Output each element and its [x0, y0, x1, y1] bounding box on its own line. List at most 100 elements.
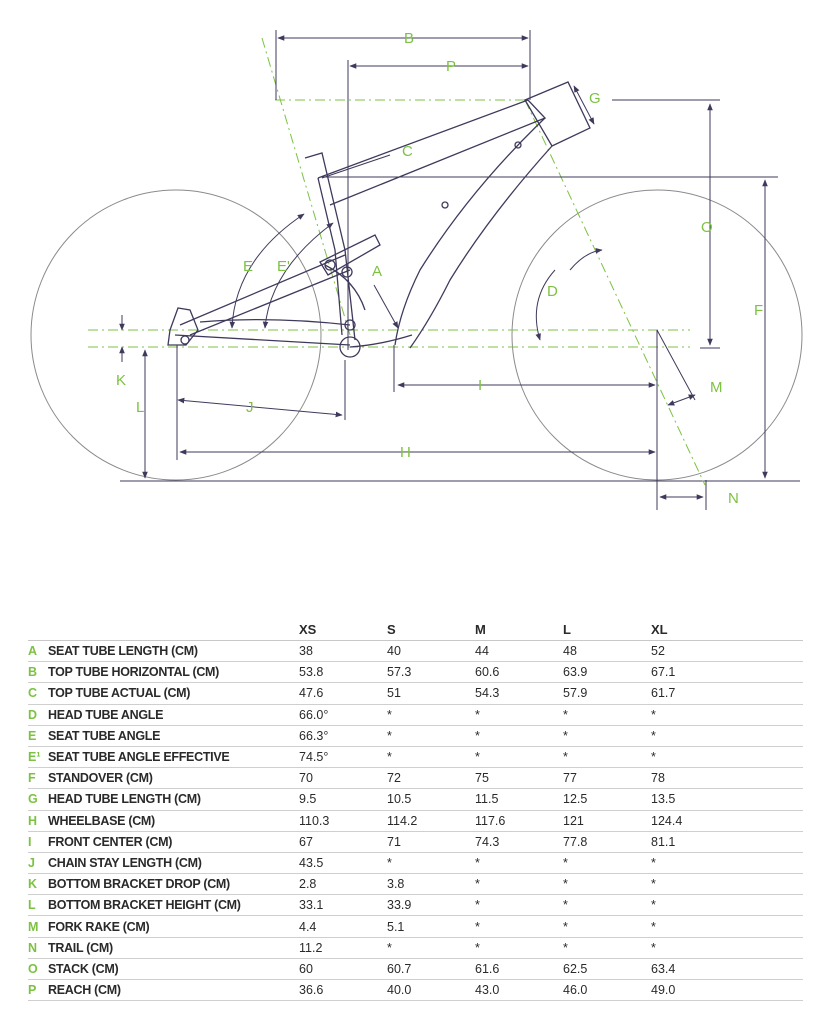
row-value: 44: [475, 640, 563, 663]
row-name: TOP TUBE HORIZONTAL (CM): [48, 661, 299, 684]
row-value: *: [475, 852, 563, 875]
row-value: *: [475, 915, 563, 938]
row-letter: O: [28, 958, 48, 981]
label-f: F: [754, 302, 763, 319]
row-value: *: [475, 894, 563, 917]
row-letter: C: [28, 682, 48, 705]
row-value: 3.8: [387, 873, 475, 896]
row-value: 5.1: [387, 915, 475, 938]
row-value: 33.1: [299, 894, 387, 917]
label-j: J: [246, 399, 254, 416]
row-value: *: [651, 725, 803, 747]
row-letter: K: [28, 873, 48, 896]
row-name: REACH (CM): [48, 979, 299, 1002]
row-value: 11.5: [475, 788, 563, 811]
row-value: 61.6: [475, 958, 563, 981]
row-letter: J: [28, 852, 48, 875]
row-name: HEAD TUBE LENGTH (CM): [48, 788, 299, 811]
label-b: B: [404, 30, 414, 47]
row-value: 11.2: [299, 937, 387, 959]
row-value: 63.9: [563, 661, 651, 684]
row-value: 52: [651, 640, 803, 663]
row-value: 38: [299, 640, 387, 663]
row-value: 121: [563, 810, 651, 832]
row-value: *: [475, 873, 563, 896]
row-value: *: [563, 746, 651, 769]
label-h: H: [400, 444, 411, 461]
row-letter: D: [28, 704, 48, 726]
row-letter: E¹: [28, 746, 48, 769]
row-value: 48: [563, 640, 651, 663]
label-m: M: [710, 379, 723, 396]
row-value: 77: [563, 767, 651, 790]
row-value: 63.4: [651, 958, 803, 981]
row-value: 43.0: [475, 979, 563, 1002]
row-value: 43.5: [299, 852, 387, 875]
row-value: 40.0: [387, 979, 475, 1002]
label-e-prime: E': [277, 258, 290, 275]
row-value: *: [651, 873, 803, 896]
row-letter: L: [28, 894, 48, 917]
row-value: 74.5°: [299, 746, 387, 769]
row-value: 51: [387, 682, 475, 705]
row-value: 62.5: [563, 958, 651, 981]
row-value: 13.5: [651, 788, 803, 811]
row-value: 124.4: [651, 810, 803, 832]
row-value: 70: [299, 767, 387, 790]
row-value: 49.0: [651, 979, 803, 1002]
row-value: *: [387, 746, 475, 769]
row-value: 110.3: [299, 810, 387, 832]
row-value: 12.5: [563, 788, 651, 811]
row-value: 71: [387, 831, 475, 853]
row-value: *: [475, 937, 563, 959]
row-value: 77.8: [563, 831, 651, 853]
row-value: *: [387, 704, 475, 726]
row-value: *: [475, 725, 563, 747]
row-value: 36.6: [299, 979, 387, 1002]
label-k: K: [116, 372, 126, 389]
row-value: 66.0°: [299, 704, 387, 726]
label-a: A: [372, 263, 382, 280]
row-value: 40: [387, 640, 475, 663]
row-value: 10.5: [387, 788, 475, 811]
row-value: 117.6: [475, 810, 563, 832]
label-d: D: [547, 283, 558, 300]
row-value: *: [651, 915, 803, 938]
row-value: 72: [387, 767, 475, 790]
header-name: [48, 618, 299, 641]
row-value: 61.7: [651, 682, 803, 705]
row-name: CHAIN STAY LENGTH (CM): [48, 852, 299, 875]
bike-frame: [167, 81, 591, 358]
label-e: E: [243, 258, 253, 275]
row-value: *: [563, 894, 651, 917]
row-value: 53.8: [299, 661, 387, 684]
row-letter: N: [28, 937, 48, 959]
row-value: *: [387, 852, 475, 875]
row-value: *: [563, 852, 651, 875]
row-value: *: [563, 937, 651, 959]
row-value: 67: [299, 831, 387, 853]
row-name: SEAT TUBE LENGTH (CM): [48, 640, 299, 663]
header-size-s: S: [387, 618, 475, 641]
header-size-l: L: [563, 618, 651, 641]
row-value: 57.3: [387, 661, 475, 684]
row-letter: H: [28, 810, 48, 832]
rear-wheel: [30, 189, 322, 481]
row-letter: A: [28, 640, 48, 663]
row-letter: M: [28, 915, 48, 938]
row-value: 81.1: [651, 831, 803, 853]
row-value: 33.9: [387, 894, 475, 917]
row-value: *: [651, 746, 803, 769]
row-name: BOTTOM BRACKET HEIGHT (CM): [48, 894, 299, 917]
